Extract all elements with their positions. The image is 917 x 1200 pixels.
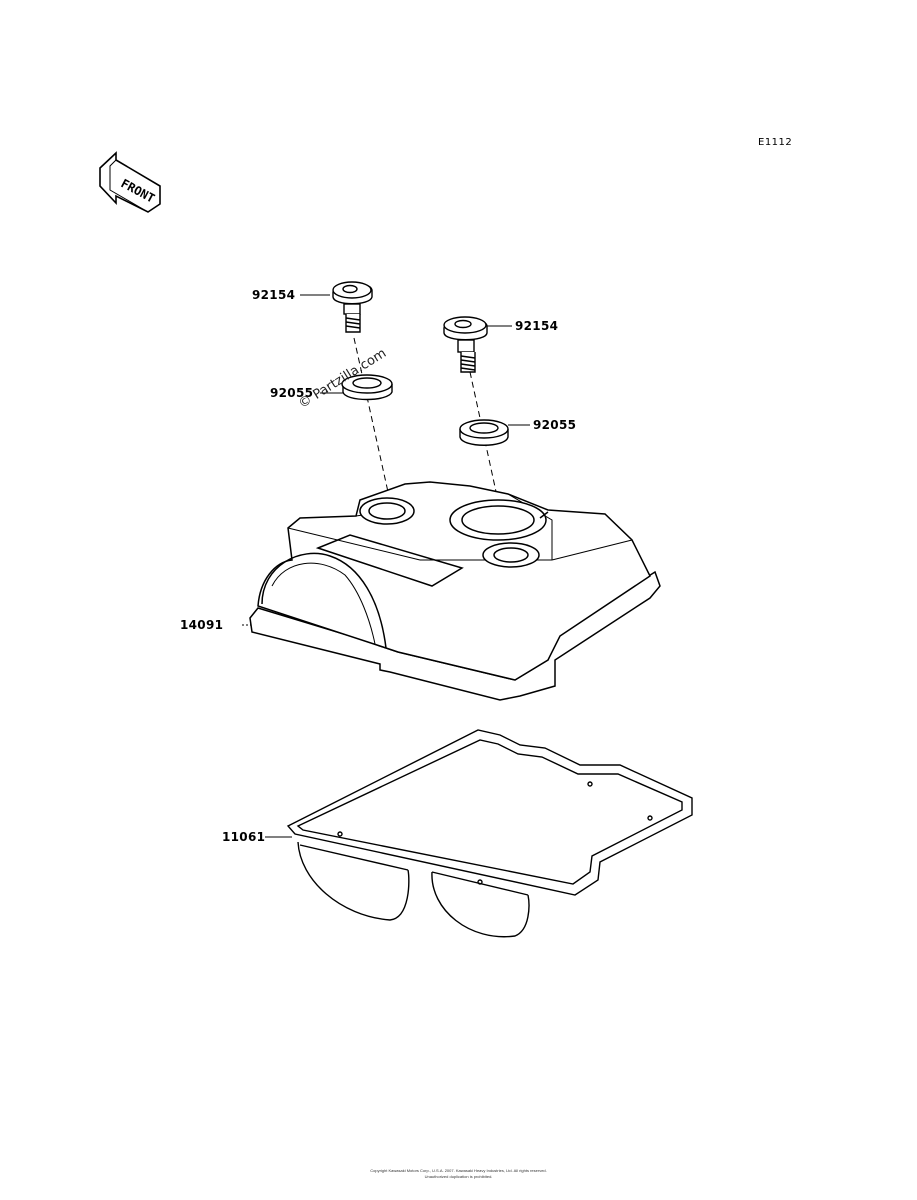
bolt-right-icon [443,316,488,373]
washer-left-icon [341,374,393,401]
copyright-line: Unauthorized duplication is prohibited. [424,1174,493,1179]
part-label-washer-left: 92055 [270,386,314,400]
part-label-bolt-left: 92154 [252,288,296,302]
copyright-line: Copyright Kawasaki Motors Corp., U.S.A. … [370,1168,547,1173]
part-label-washer-right: 92055 [533,418,577,432]
diagram-code: E1112 [758,137,793,148]
bolt-left-icon [332,281,373,333]
front-arrow-icon: FRONT [99,151,161,213]
part-label-gasket: 11061 [222,830,266,844]
part-label-head-cover: 14091 [180,618,224,632]
washer-right-icon [459,419,509,446]
gasket-icon [286,729,693,938]
head-cover-icon [249,481,661,701]
copyright: Copyright Kawasaki Motors Corp., U.S.A. … [0,1168,917,1180]
part-label-bolt-right: 92154 [515,319,559,333]
